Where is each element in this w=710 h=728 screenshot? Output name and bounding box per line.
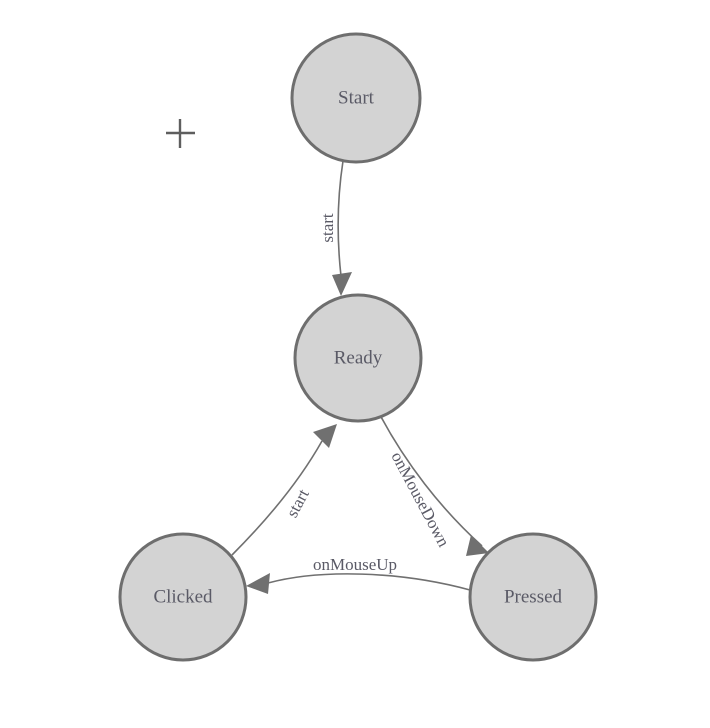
edge-line	[337, 160, 344, 277]
node-circle[interactable]	[118, 532, 248, 662]
arrowhead-icon	[313, 424, 337, 448]
edge-line	[379, 414, 483, 547]
node-circle[interactable]	[468, 532, 598, 662]
node-circle[interactable]	[293, 293, 423, 423]
arrowhead-icon	[466, 535, 489, 556]
node-clicked[interactable]: Clicked	[118, 532, 248, 662]
node-label-clicked: Clicked	[153, 586, 213, 607]
edge-label-start-to-ready: start	[318, 213, 337, 243]
edge-pressed-to-clicked[interactable]: onMouseUp	[246, 555, 471, 594]
edge-line	[267, 573, 471, 591]
edge-line	[231, 440, 323, 556]
node-label-start: Start	[338, 87, 375, 108]
arrowhead-icon	[246, 573, 270, 594]
edge-label-ready-to-pressed: onMouseDown	[387, 449, 453, 551]
edge-start-to-ready[interactable]: start	[318, 160, 352, 296]
node-start[interactable]: Start	[290, 32, 422, 164]
crosshair-icon	[166, 119, 195, 148]
edge-ready-to-pressed[interactable]: onMouseDown	[379, 414, 489, 556]
node-ready[interactable]: Ready	[293, 293, 423, 423]
arrowhead-icon	[332, 272, 352, 296]
node-pressed[interactable]: Pressed	[468, 532, 598, 662]
node-circle[interactable]	[290, 32, 422, 164]
node-label-pressed: Pressed	[504, 586, 563, 607]
edge-clicked-to-ready[interactable]: start	[231, 424, 337, 556]
node-label-ready: Ready	[334, 347, 383, 368]
edge-label-pressed-to-clicked: onMouseUp	[313, 555, 397, 574]
edge-label-clicked-to-ready: start	[282, 486, 313, 521]
